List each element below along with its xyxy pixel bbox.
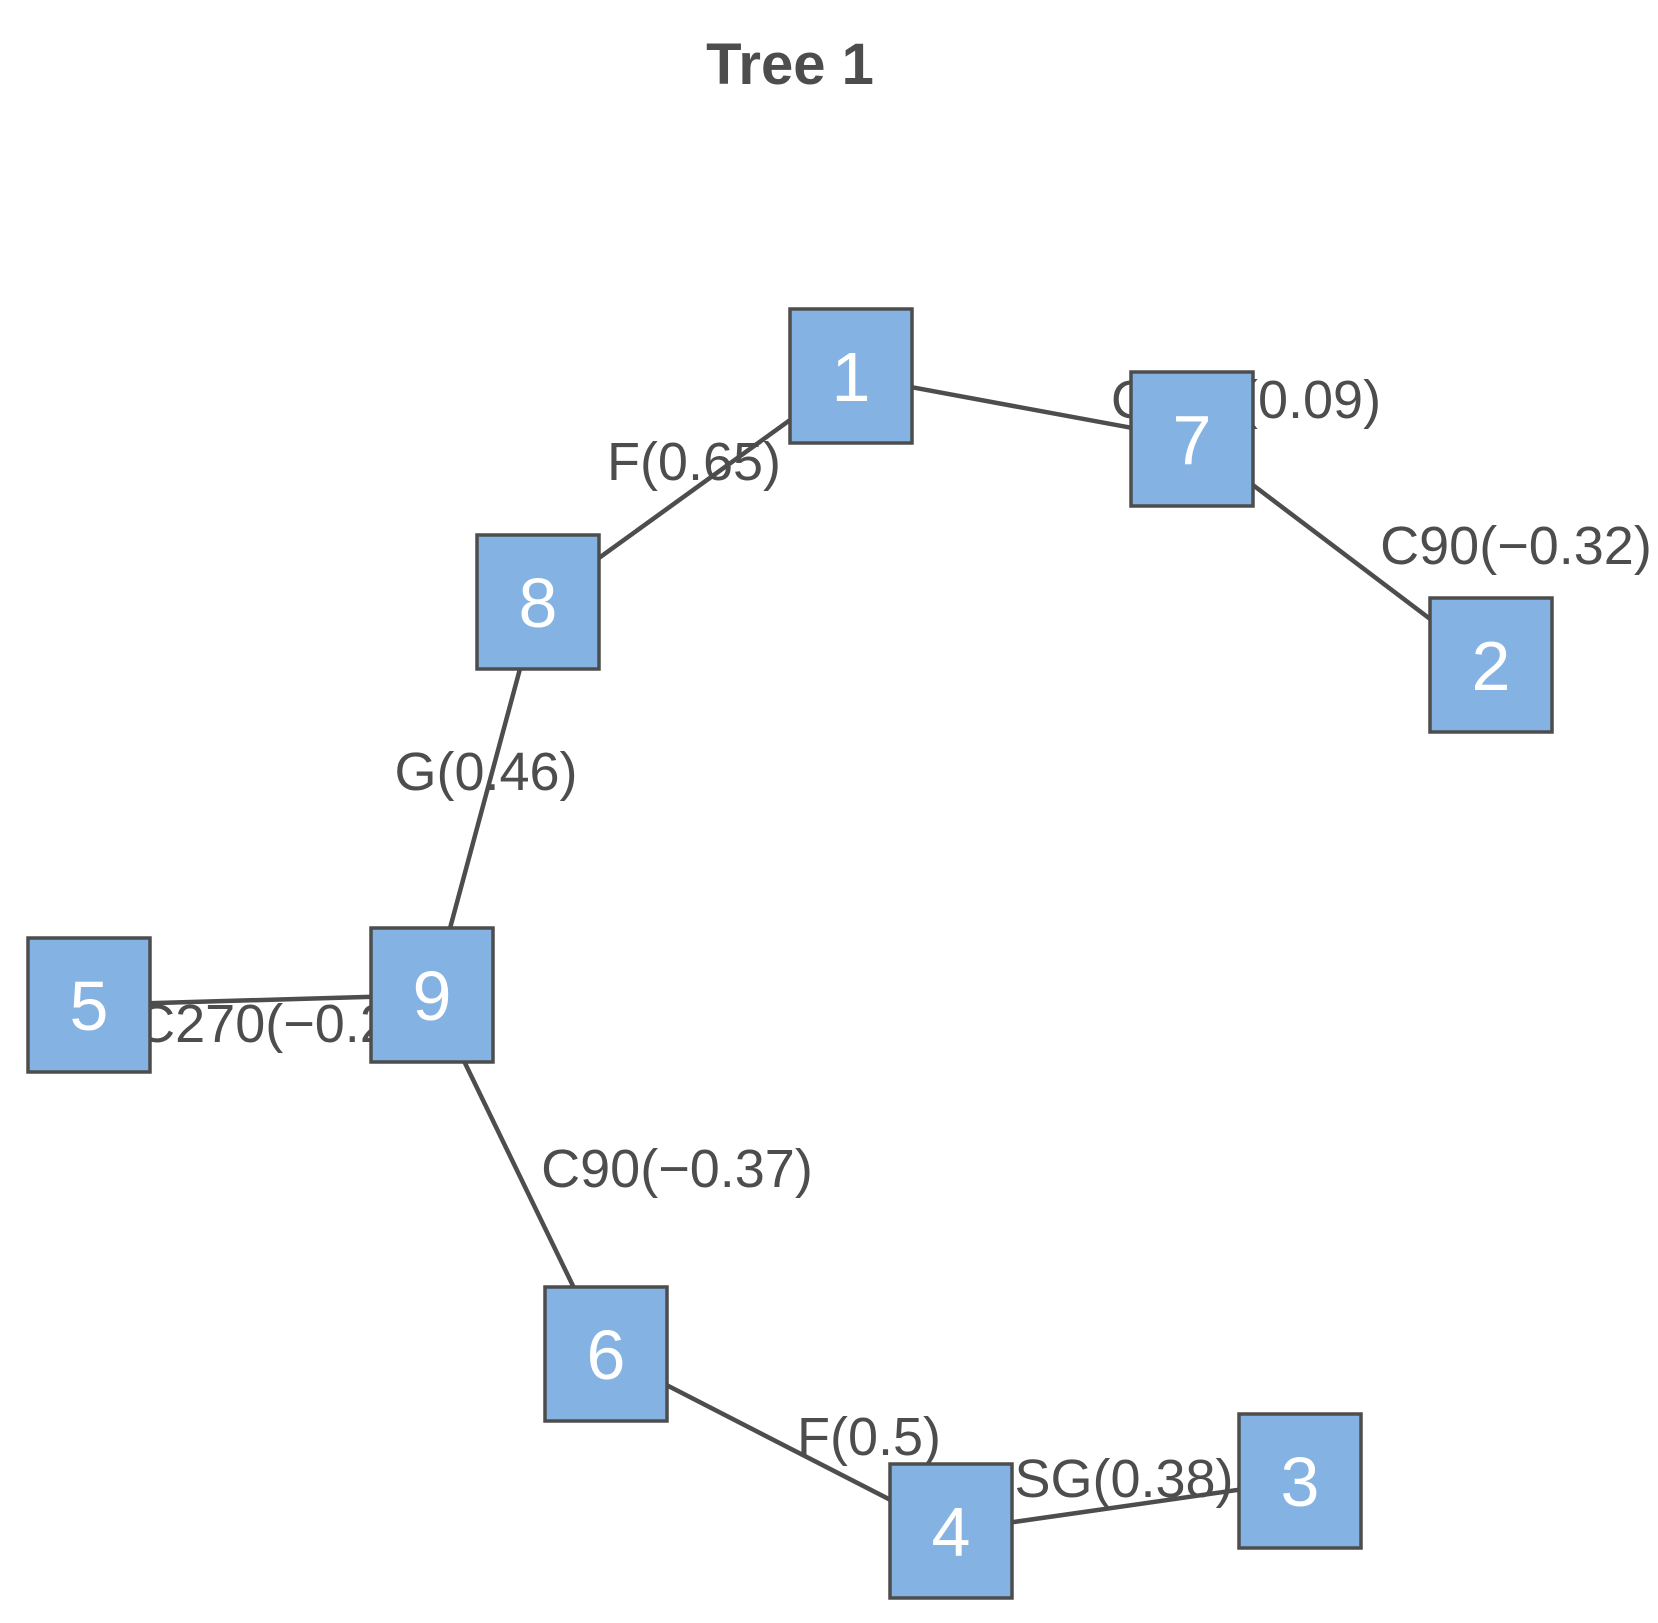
node-label-6: 6 [587,1316,626,1394]
edge-label-4-3: SG(0.38) [1014,1449,1233,1509]
node-box-1 [788,307,914,445]
edges-layer [88,373,1493,1534]
edge-label-9-6: C90(−0.37) [541,1139,813,1199]
node-label-9: 9 [413,957,452,1035]
node-label-3: 3 [1281,1443,1320,1521]
node-box-5 [26,936,152,1074]
node-box-6 [543,1285,669,1423]
node-box-2 [1428,596,1554,734]
node-2: 2 [1428,596,1554,734]
nodes-layer: 1 2 3 4 5 6 7 8 9 [26,307,1554,1600]
node-4: 4 [888,1462,1014,1600]
node-label-2: 2 [1472,627,1511,705]
edge-label-8-1: F(0.65) [607,432,781,492]
edge-label-8-9: G(0.46) [394,742,577,802]
edge-labels-layer: F(0.65)C270(0.09)C90(−0.32)G(0.46)C270(−… [136,370,1652,1509]
edge-label-7-2: C90(−0.32) [1380,516,1652,576]
node-3: 3 [1237,1412,1363,1550]
diagram-title: Tree 1 [706,32,874,97]
node-label-1: 1 [832,338,871,416]
node-label-8: 8 [519,564,558,642]
node-8: 8 [475,533,601,671]
node-box-4 [888,1462,1014,1600]
node-box-3 [1237,1412,1363,1550]
node-box-7 [1129,370,1255,508]
node-1: 1 [788,307,914,445]
node-5: 5 [26,936,152,1074]
node-label-7: 7 [1173,401,1212,479]
edge-label-6-4: F(0.5) [797,1407,941,1467]
node-9: 9 [369,926,495,1064]
node-label-5: 5 [70,967,109,1045]
node-box-8 [475,533,601,671]
edge-label-5-9: C270(−0.2) [136,994,408,1054]
node-6: 6 [543,1285,669,1423]
node-7: 7 [1129,370,1255,508]
node-label-4: 4 [932,1493,971,1571]
node-box-9 [369,926,495,1064]
